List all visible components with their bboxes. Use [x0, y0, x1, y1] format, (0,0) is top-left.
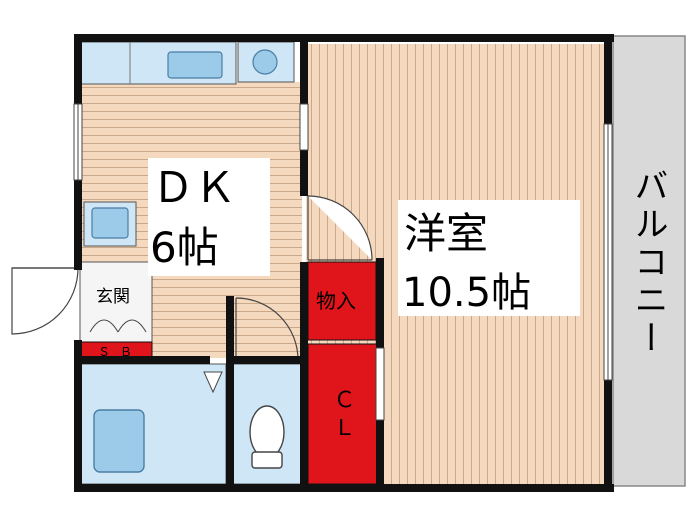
cl-closet [307, 343, 379, 485]
balcony [612, 35, 686, 487]
western-room-door [307, 195, 373, 261]
closet-label: ＣＬ [330, 388, 355, 444]
western-room-name-label: 洋室 [404, 209, 488, 258]
windows [73, 103, 613, 421]
entrance [11, 261, 153, 343]
balcony-label: バルコニー [628, 168, 668, 358]
storage-label: 物入 [316, 289, 356, 313]
dk-size-label: 6帖 [150, 223, 219, 272]
walls [74, 34, 614, 492]
western-room-size-label: 10.5帖 [402, 270, 531, 316]
storage-closet [307, 261, 377, 341]
washer-pan [237, 41, 295, 83]
toilet-room [231, 297, 303, 485]
shoe-box-label: ＳＢ [98, 345, 142, 359]
kitchen-counter [79, 41, 237, 85]
fridge-space [83, 201, 137, 247]
dk-name-label: ＤＫ [152, 163, 236, 212]
entrance-label: 玄関 [96, 287, 130, 307]
bathroom [79, 363, 227, 485]
